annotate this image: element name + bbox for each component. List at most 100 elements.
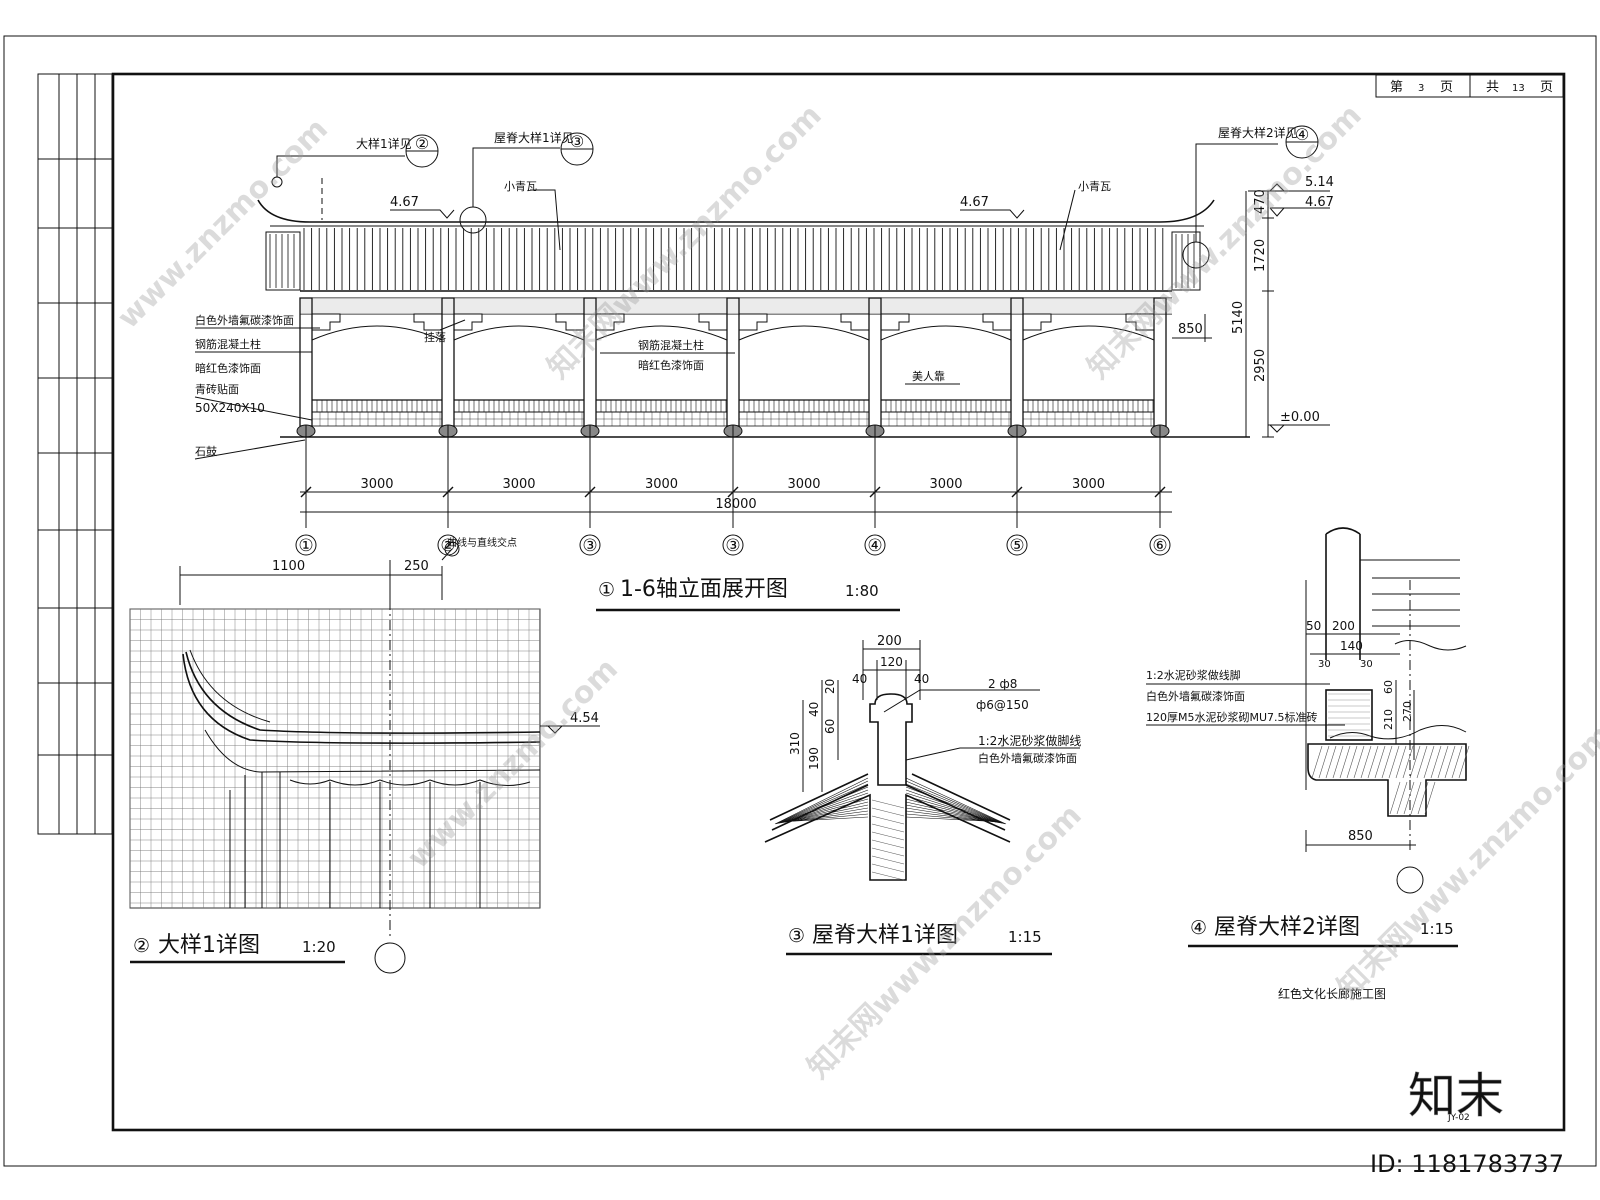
image-id: ID: 1181783737 [1370, 1150, 1564, 1178]
detail1-title-no: ② [133, 935, 150, 957]
label-brick-face: 青砖贴面 [195, 382, 239, 396]
outer-frame [3, 35, 1597, 1167]
span-dim: 3000 [929, 477, 962, 492]
d4-w50: 50 [1306, 619, 1321, 633]
span-dim: 3000 [787, 477, 820, 492]
detail1-circle-no: ② [415, 134, 429, 153]
dim-2950: 2950 [1253, 349, 1268, 382]
axis-bubble: ⑤ [1009, 536, 1024, 556]
elevation-scale: 1:80 [845, 582, 879, 600]
d4-w850: 850 [1348, 829, 1373, 844]
d3-w200: 200 [877, 634, 902, 649]
d3-h190: 190 [807, 747, 821, 770]
d3-h60: 60 [823, 719, 837, 734]
label-lintel: 挂落 [424, 330, 446, 344]
span-dim: 3000 [360, 477, 393, 492]
detail3-title-no: ③ [788, 925, 805, 947]
label-rc-column-mid: 钢筋混凝土柱 [638, 338, 704, 352]
elevation-title-no: ① [598, 579, 615, 601]
d4-w140: 140 [1340, 639, 1363, 653]
detail4-title: 屋脊大样2详图 [1214, 915, 1360, 940]
ridge1-circle-no: ③ [570, 132, 584, 151]
total-unit: 页 [1540, 80, 1553, 95]
axis-bubble: ④ [867, 536, 882, 556]
d4-w200: 200 [1332, 619, 1355, 633]
d4-w30b: 30 [1360, 659, 1373, 670]
roof-end-right [1171, 231, 1201, 291]
detail3-title: 屋脊大样1详图 [812, 923, 958, 948]
detail1-drawing: 1100 250 曲线与直线交点 4.54 ② 大样1详图 1:20 [129, 536, 600, 974]
level-ridge-mid: 4.67 [960, 195, 989, 210]
detail1-title: 大样1详图 [158, 933, 260, 958]
detail4-title-no: ④ [1190, 917, 1207, 939]
axis-bubble: ③ [725, 536, 740, 556]
axis-bubble: ① [298, 536, 313, 556]
roof-end-left [265, 231, 301, 291]
dim-1720: 1720 [1253, 239, 1268, 272]
span-dim: 3000 [502, 477, 535, 492]
detail4-scale: 1:15 [1420, 920, 1454, 938]
roof-ridge-line [257, 199, 1215, 223]
axis-bubble: ② [440, 536, 455, 556]
d3-h310: 310 [788, 732, 802, 755]
detail1-dim-250: 250 [404, 559, 429, 574]
d4-wall: 120厚M5水泥砂浆砌MU7.5标准砖 [1146, 710, 1318, 724]
project-name: 红色文化长廊施工图 [1278, 986, 1386, 1001]
detail1-dim-1100: 1100 [272, 559, 305, 574]
dim-470: 470 [1253, 189, 1268, 214]
axis-bubble: ⑥ [1152, 536, 1167, 556]
ridge1-marker [459, 206, 487, 234]
detail3-drawing: 200 120 40 40 20 40 60 190 310 2 ф8 ф6@1… [764, 634, 1081, 956]
level-top: 5.14 [1305, 175, 1334, 190]
tile-label-right: 小青瓦 [1078, 180, 1111, 193]
d3-h20: 20 [823, 679, 837, 694]
dim-5140: 5140 [1231, 301, 1246, 334]
sheet-code: JY-02 [1447, 1113, 1470, 1123]
ridge2-circle-no: ④ [1295, 125, 1309, 144]
d3-finish: 白色外墙氟碳漆饰面 [978, 751, 1077, 765]
level-ridge-left: 4.67 [390, 195, 419, 210]
detail4-drawing: 50 200 140 30 30 60 210 270 850 1:2水泥砂浆做… [1146, 527, 1470, 948]
label-red-paint: 暗红色漆饰面 [195, 361, 261, 375]
detail1-level: 4.54 [570, 711, 599, 726]
total-label: 共 [1486, 80, 1499, 95]
ridge1-ref: 屋脊大样1详见 [494, 130, 574, 145]
dim-850: 850 [1178, 322, 1203, 337]
label-stone-drum: 石鼓 [195, 444, 217, 458]
level-ground: ±0.00 [1280, 410, 1320, 425]
label-red-paint-mid: 暗红色漆饰面 [638, 358, 704, 372]
tile-label-left: 小青瓦 [504, 180, 537, 193]
d3-h40: 40 [807, 702, 821, 717]
axis-bubble: ③ [582, 536, 597, 556]
label-bench: 美人靠 [912, 369, 945, 383]
d3-rebar: 2 ф8 [988, 677, 1017, 691]
page-unit: 页 [1440, 80, 1453, 95]
d3-stirrup: ф6@150 [976, 698, 1029, 712]
watermark-3: 知末网www.znzmo.com [1081, 98, 1369, 386]
brand-logo: 知末 [1408, 1068, 1504, 1124]
d3-w120: 120 [880, 655, 903, 669]
level-eave: 4.67 [1305, 195, 1334, 210]
label-rc-column: 钢筋混凝土柱 [195, 337, 261, 351]
bays [296, 297, 1170, 528]
label-brick-size: 50X240X10 [195, 401, 265, 415]
detail1-ref: 大样1详见 [356, 136, 412, 151]
inner-frame [111, 72, 1566, 1132]
detail1-note: 曲线与直线交点 [447, 536, 517, 549]
page-number: 3 [1418, 83, 1424, 94]
page-header: 第 3 页 共 13 页 [1375, 74, 1564, 98]
roof-tiles [269, 228, 1195, 290]
detail3-scale: 1:15 [1008, 928, 1042, 946]
elevation-title: 1-6轴立面展开图 [620, 577, 788, 602]
total-number: 13 [1512, 83, 1525, 94]
d4-h210: 210 [1382, 709, 1395, 730]
span-dim: 3000 [645, 477, 678, 492]
d4-h60: 60 [1382, 680, 1395, 694]
total-span: 18000 [715, 497, 756, 512]
span-dim: 3000 [1072, 477, 1105, 492]
detail1-scale: 1:20 [302, 938, 336, 956]
elevation-drawing: 大样1详见 ② 屋脊大样1详见 ③ 屋脊大样2详见 ④ 4.67 4.67 小青… [194, 125, 1334, 612]
d3-w40a: 40 [852, 672, 867, 686]
d4-h270: 270 [1401, 701, 1414, 722]
